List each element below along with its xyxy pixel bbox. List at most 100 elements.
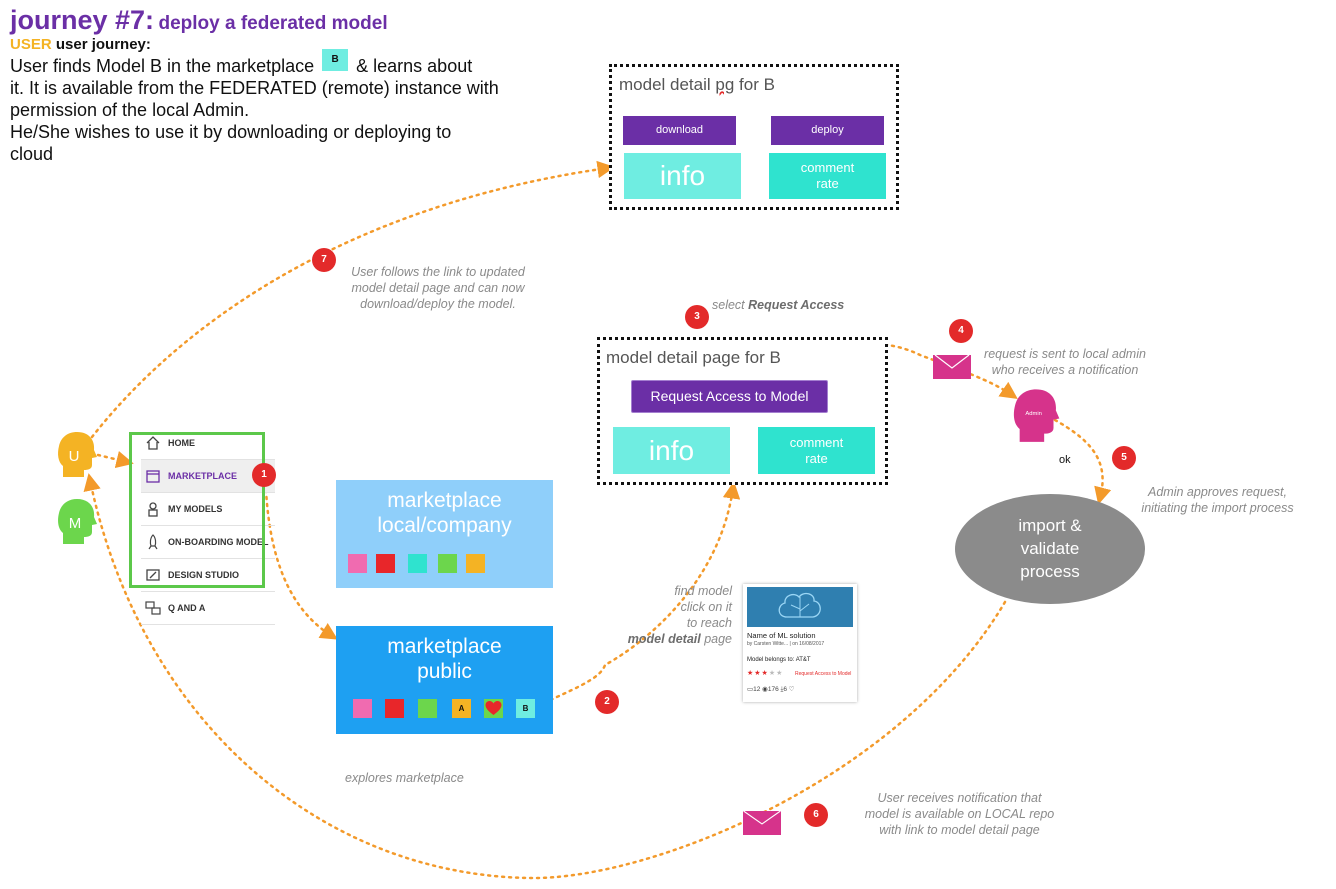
note-step5: Admin approves request, initiating the i…	[1125, 484, 1310, 516]
note-step3-b: Request Access	[748, 298, 845, 312]
note-find-bold: model detail	[627, 632, 701, 646]
nav-item-my-models[interactable]: MY MODELS	[141, 493, 275, 526]
nav-item-label: MARKETPLACE	[168, 471, 237, 481]
brain-icon	[778, 592, 821, 618]
marketplace-public: marketplace public	[336, 626, 553, 734]
heart-icon	[485, 701, 502, 715]
model-card-owner: Model belongs to: AT&T	[747, 657, 811, 663]
intro-line-1a: User finds Model B in the marketplace	[10, 56, 315, 76]
admin-label: Admin	[1025, 411, 1042, 417]
note-explores: explores marketplace	[345, 771, 464, 785]
envelope-icon	[933, 355, 971, 379]
model-tile-red	[376, 554, 395, 573]
arrow-import-user	[83, 473, 1007, 880]
note-ok: ok	[1059, 454, 1071, 466]
import-validate-process: import & validate process	[955, 494, 1145, 604]
model-card-rating: ★★★★★	[747, 669, 783, 677]
nav-item-label: ON-BOARDING MODEL	[168, 537, 269, 547]
model-tile-teal	[408, 554, 427, 573]
qa-icon	[145, 601, 161, 615]
intro-line-3: permission of the local Admin.	[10, 100, 250, 120]
note-step7-line: model detail page and can now	[351, 281, 525, 295]
step-marker-5: 5	[1112, 446, 1136, 470]
store-icon	[146, 470, 160, 483]
model-detail-panel-request: model detail page for B Request Access t…	[597, 337, 888, 485]
model-tile-heart	[484, 699, 503, 718]
rate-label-final: rate	[816, 176, 839, 191]
info-box-final: info	[624, 153, 741, 199]
intro-line-1: User finds Model B in the marketplace B & …	[10, 49, 550, 77]
marketplace-public-line1: marketplace	[387, 635, 502, 658]
comment-label-final: comment	[800, 160, 855, 175]
intro-line-1b: & learns about	[356, 56, 473, 76]
note-step3: select Request Access	[712, 297, 844, 313]
model-card-stats: ▭12 ◉176 ⤓6 ♡	[747, 686, 795, 693]
import-line1: import &	[1018, 516, 1082, 535]
note-step7-line: download/deploy the model.	[360, 297, 516, 311]
note-find-line: to reach	[686, 616, 732, 630]
note-step5-line: Admin approves request,	[1148, 485, 1287, 499]
arrow-nav-public	[264, 488, 338, 640]
envelope-icon	[743, 811, 781, 835]
model-card[interactable]: Name of ML solution by Carsten Witte... …	[743, 584, 857, 702]
user-u-head-icon: U	[58, 432, 97, 477]
role-label: USER	[10, 36, 52, 53]
robot-icon	[148, 502, 158, 517]
download-button[interactable]: download	[623, 116, 736, 145]
step-marker-2: 2	[595, 690, 619, 714]
model-tile-green	[418, 699, 437, 718]
note-step6-line: User receives notification that	[877, 791, 1042, 805]
model-tile-b[interactable]: B	[516, 699, 535, 718]
rate-label-request: rate	[805, 451, 828, 466]
model-card-name: Name of ML solution	[747, 631, 816, 640]
arrow-u-nav	[96, 451, 134, 469]
step-marker-6: 6	[804, 803, 828, 827]
step-marker-4: 4	[949, 319, 973, 343]
request-access-button[interactable]: Request Access to Model	[631, 380, 828, 413]
home-icon	[146, 436, 160, 450]
import-line2: validate	[1020, 539, 1080, 558]
step-marker-1: 1	[252, 463, 276, 487]
intro-line-2: it. It is available from the FEDERATED (…	[10, 78, 499, 98]
star-empty-icon: ★★	[768, 670, 784, 677]
model-tile-green	[438, 554, 457, 573]
deploy-button[interactable]: deploy	[771, 116, 884, 145]
note-find-line: model detail page	[612, 631, 732, 647]
role-journey-label: user journey:	[55, 36, 151, 53]
marketplace-public-line2: public	[417, 660, 472, 683]
role-line: USER user journey:	[10, 36, 151, 53]
nav-item-label: DESIGN STUDIO	[168, 570, 240, 580]
model-card-image	[747, 587, 853, 627]
model-tile-pink	[348, 554, 367, 573]
model-tile-red	[385, 699, 404, 718]
note-find-line: click on it	[680, 600, 732, 614]
model-card-request-link[interactable]: Request Access to Model	[795, 671, 852, 677]
panel-title-final-a: model detail	[619, 75, 716, 94]
marketplace-local-line2: local/company	[377, 514, 512, 537]
nav-item-onboarding[interactable]: ON-BOARDING MODEL	[141, 526, 275, 559]
nav-item-q-and-a[interactable]: Q AND A	[141, 592, 275, 625]
model-b-badge: B	[322, 49, 349, 71]
user-m-head-icon: M	[58, 499, 97, 544]
note-step6-line: model is available on LOCAL repo	[864, 807, 1055, 821]
marketplace-local-line1: marketplace	[387, 489, 502, 512]
admin-head-icon: Admin	[1013, 389, 1060, 442]
arrow-b-detail	[536, 481, 741, 708]
comment-label-request: comment	[789, 435, 844, 450]
comment-rate-box-request: comment rate	[758, 427, 875, 474]
note-step5-line: initiating the import process	[1141, 501, 1294, 515]
nav-item-label: Q AND A	[168, 603, 206, 613]
nav-item-design-studio[interactable]: DESIGN STUDIO	[141, 559, 275, 592]
note-step4-line: request is sent to local admin	[984, 347, 1146, 361]
note-step4-line: who receives a notification	[991, 363, 1139, 377]
note-step6: User receives notification that model is…	[842, 790, 1077, 838]
panel-title-request: model detail page for B	[606, 348, 781, 367]
nav-item-home[interactable]: HOME	[141, 427, 275, 460]
note-step3-a: select	[712, 298, 749, 312]
note-step7: User follows the link to updated model d…	[333, 264, 543, 312]
user-u-label: U	[69, 448, 80, 465]
model-tile-pink	[353, 699, 372, 718]
star-icon: ★★★	[747, 670, 769, 677]
panel-title-final-pg: pg	[715, 75, 735, 94]
intro-line-5: cloud	[10, 144, 54, 164]
